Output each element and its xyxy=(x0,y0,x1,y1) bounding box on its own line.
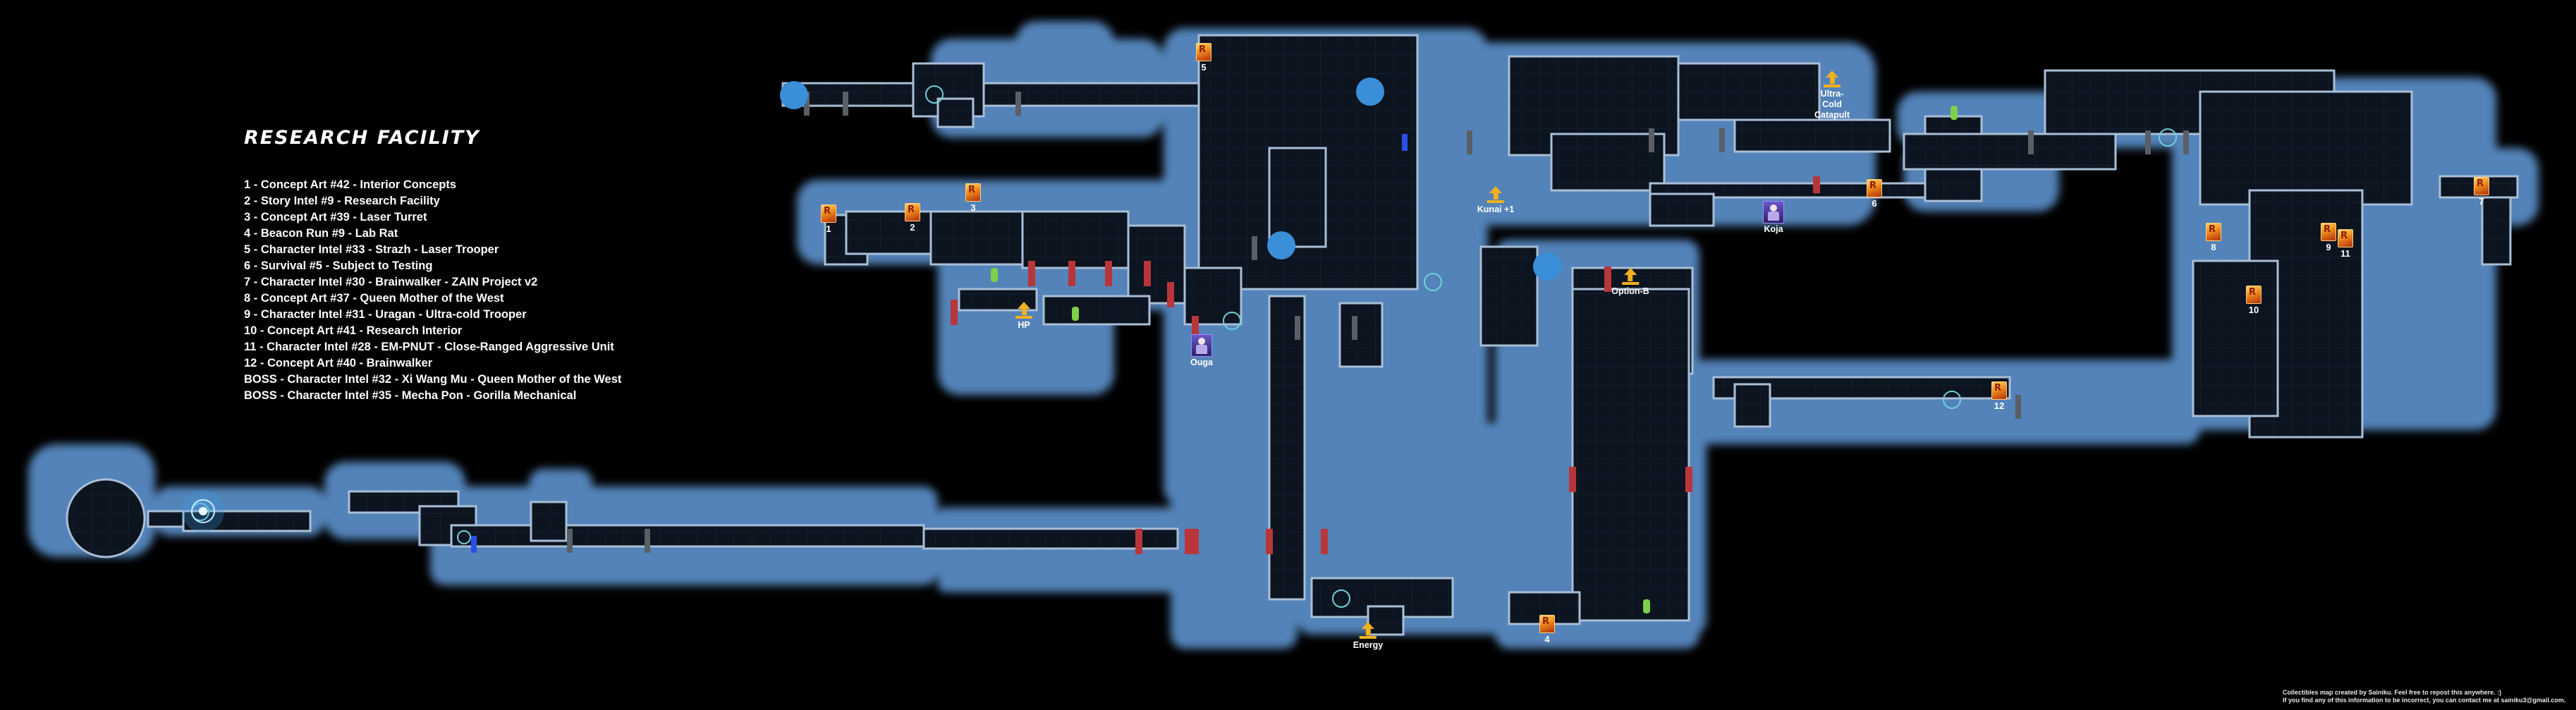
legend-item: 4 - Beacon Run #9 - Lab Rat xyxy=(244,227,398,240)
marker-number: 12 xyxy=(1994,400,2005,411)
legend-list: 1 - Concept Art #42 - Interior Concepts … xyxy=(244,177,621,404)
upgrade-arrow-icon xyxy=(1361,622,1374,629)
collectible-icon xyxy=(1196,43,1211,61)
marker-number: 5 xyxy=(1201,62,1207,73)
upgrade-arrow-icon xyxy=(1624,268,1637,275)
upgrade-label: HP xyxy=(1018,320,1030,330)
credits-line: Collectibles map created by Sainiku. Fee… xyxy=(2283,689,2502,696)
legend-item: 1 - Concept Art #42 - Interior Concepts xyxy=(244,178,457,191)
save-point-icon xyxy=(991,106,1958,613)
collectible-marker-6[interactable]: 6 xyxy=(1867,179,1882,209)
collectible-marker-10[interactable]: 10 xyxy=(2246,286,2261,315)
marker-number: 9 xyxy=(2326,242,2331,252)
marker-number: 8 xyxy=(2211,242,2216,252)
collectible-marker-11[interactable]: 11 xyxy=(2338,229,2353,259)
collectible-marker-9[interactable]: 9 xyxy=(2321,223,2336,252)
collectible-marker-12[interactable]: 12 xyxy=(1991,381,2007,411)
legend-item: 5 - Character Intel #33 - Strazh - Laser… xyxy=(244,243,499,256)
upgrade-arrow-icon xyxy=(1826,71,1838,78)
wolf-emblem-icon xyxy=(780,78,1561,281)
collectible-icon xyxy=(821,204,836,223)
legend-item: 3 - Concept Art #39 - Laser Turret xyxy=(244,211,427,224)
boss-portrait-icon xyxy=(1763,201,1784,224)
collectible-icon xyxy=(2321,223,2336,241)
legend-item: 10 - Concept Art #41 - Research Interior xyxy=(244,324,463,337)
marker-number: 11 xyxy=(2340,248,2350,259)
marker-number: 6 xyxy=(1872,198,1877,209)
door xyxy=(567,92,2189,553)
locked-door xyxy=(951,176,1820,554)
map-title: RESEARCH FACILITY xyxy=(244,127,480,149)
collectible-marker-8[interactable]: 8 xyxy=(2206,223,2221,252)
collectible-marker-1[interactable]: 1 xyxy=(821,204,836,234)
upgrade-label: Ultra-Cold Catapult xyxy=(1814,89,1850,120)
upgrade-marker-energy[interactable]: Energy xyxy=(1353,622,1383,651)
boss-portrait-icon xyxy=(1190,334,1212,357)
upgrade-label: Energy xyxy=(1353,640,1384,650)
upgrade-marker-hp[interactable]: HP xyxy=(1015,302,1032,331)
upgrade-arrow-icon xyxy=(1489,186,1502,193)
credits: Collectibles map created by Sainiku. Fee… xyxy=(2283,689,2565,704)
boss-marker-ouga[interactable]: Ouga xyxy=(1190,334,1213,367)
collectible-icon xyxy=(1867,179,1882,197)
collectible-icon xyxy=(905,203,920,221)
credits-line: If you find any of this information to b… xyxy=(2283,697,2566,704)
collectible-icon xyxy=(965,183,981,202)
legend-item: BOSS - Character Intel #35 - Mecha Pon -… xyxy=(244,389,577,402)
collectible-marker-3[interactable]: 3 xyxy=(965,183,981,213)
marker-number: 10 xyxy=(2248,305,2259,315)
legend-item: 8 - Concept Art #37 - Queen Mother of th… xyxy=(244,292,504,305)
marker-number: 1 xyxy=(826,224,831,234)
boss-marker-koja[interactable]: Koja xyxy=(1763,201,1784,234)
marker-number: 4 xyxy=(1544,634,1550,644)
start-beacon-icon xyxy=(182,490,224,532)
legend-item: 7 - Character Intel #30 - Brainwalker - … xyxy=(244,276,538,288)
legend-item: 6 - Survival #5 - Subject to Testing xyxy=(244,259,433,272)
collectible-icon xyxy=(1991,381,2007,400)
doors xyxy=(182,78,2189,613)
blue-key-icon xyxy=(471,134,1408,553)
rooms xyxy=(66,34,2519,636)
upgrade-marker-catapult[interactable]: Ultra-Cold Catapult xyxy=(1811,71,1853,121)
boss-label: Koja xyxy=(1764,224,1783,234)
upgrade-label: Option-B xyxy=(1611,286,1649,296)
boss-label: Ouga xyxy=(1190,357,1213,367)
collectible-icon xyxy=(2338,229,2353,247)
collectible-marker-4[interactable]: 4 xyxy=(1539,615,1555,644)
legend-item: 11 - Character Intel #28 - EM-PNUT - Clo… xyxy=(244,341,614,353)
upgrade-marker-kunai[interactable]: Kunai +1 xyxy=(1477,186,1514,215)
legend-item: 9 - Character Intel #31 - Uragan - Ultra… xyxy=(244,308,527,321)
legend-item: BOSS - Character Intel #32 - Xi Wang Mu … xyxy=(244,373,622,386)
marker-number: 7 xyxy=(2479,196,2484,207)
collectible-icon xyxy=(2246,286,2261,304)
collectible-marker-7[interactable]: 7 xyxy=(2474,177,2489,207)
collectible-icon xyxy=(2474,177,2489,195)
upgrade-label: Kunai +1 xyxy=(1477,204,1515,214)
marker-number: 3 xyxy=(970,202,976,213)
upgrade-arrow-icon xyxy=(1018,302,1030,309)
collectible-icon xyxy=(2206,223,2221,241)
legend-item: 12 - Concept Art #40 - Brainwalker xyxy=(244,357,433,369)
upgrade-marker-option-b[interactable]: Option-B xyxy=(1611,268,1649,297)
legend: RESEARCH FACILITY 1 - Concept Art #42 - … xyxy=(244,127,621,404)
collectible-icon xyxy=(1539,615,1555,633)
collectible-marker-5[interactable]: 5 xyxy=(1196,43,1211,73)
legend-item: 2 - Story Intel #9 - Research Facility xyxy=(244,195,440,207)
collectible-marker-2[interactable]: 2 xyxy=(905,203,920,233)
teleporter-icon xyxy=(191,85,2177,608)
marker-number: 2 xyxy=(910,222,915,233)
